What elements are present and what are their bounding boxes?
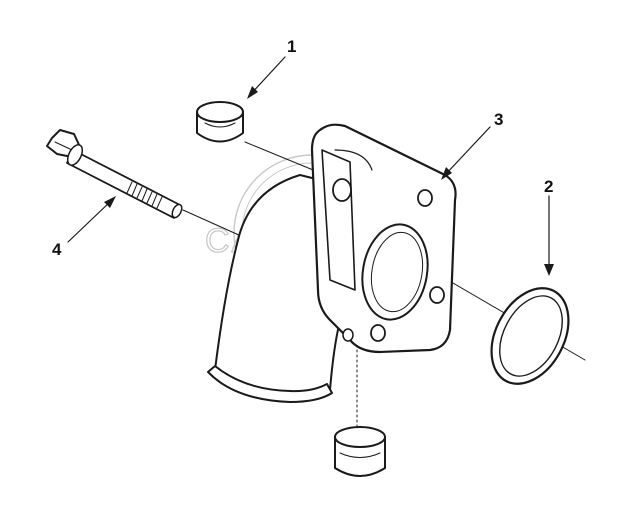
callout-labels: 1 2 3 4: [52, 37, 553, 259]
callout-2: 2: [544, 177, 553, 196]
thermostat-housing: [207, 123, 457, 403]
arrowhead-1: [247, 86, 258, 99]
callout-4: 4: [52, 240, 62, 259]
seal-ring: [490, 287, 570, 385]
plug-top: [196, 101, 244, 143]
callout-arrows: [67, 56, 554, 276]
bolt-threads: [126, 181, 163, 209]
arrowhead-4: [104, 196, 116, 208]
bolt: [46, 129, 183, 219]
callout-3: 3: [494, 110, 503, 129]
plug-bottom: [334, 426, 386, 477]
callout-1: 1: [287, 37, 296, 56]
arrowhead-3: [441, 167, 452, 180]
arrowhead-2: [544, 264, 554, 276]
